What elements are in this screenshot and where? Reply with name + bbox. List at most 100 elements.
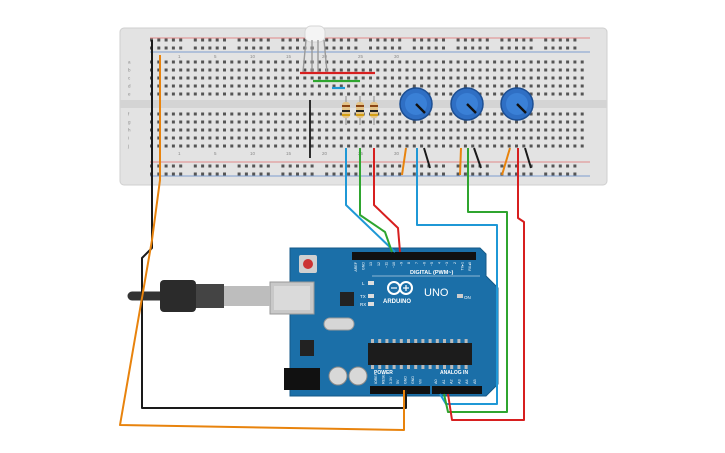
breadboard-hole[interactable] (471, 76, 475, 80)
breadboard-hole[interactable] (244, 120, 248, 124)
breadboard-hole[interactable] (317, 60, 321, 64)
breadboard-hole[interactable] (485, 128, 489, 132)
breadboard-hole[interactable] (186, 136, 190, 140)
breadboard-hole[interactable] (157, 120, 161, 124)
breadboard-hole[interactable] (442, 128, 445, 132)
breadboard-hole[interactable] (529, 46, 533, 50)
breadboard-hole[interactable] (186, 84, 190, 88)
breadboard-hole[interactable] (332, 60, 336, 64)
breadboard-hole[interactable] (558, 76, 562, 80)
breadboard-hole[interactable] (376, 84, 380, 88)
breadboard-hole[interactable] (536, 68, 540, 72)
breadboard-hole[interactable] (325, 84, 329, 88)
breadboard-hole[interactable] (500, 164, 504, 168)
breadboard-hole[interactable] (157, 112, 161, 116)
breadboard-hole[interactable] (325, 172, 329, 176)
breadboard-hole[interactable] (266, 172, 270, 176)
breadboard-hole[interactable] (164, 76, 168, 80)
breadboard-hole[interactable] (215, 68, 219, 72)
breadboard-hole[interactable] (442, 120, 445, 124)
breadboard-hole[interactable] (522, 172, 526, 176)
breadboard-hole[interactable] (266, 164, 270, 168)
breadboard-hole[interactable] (398, 136, 402, 140)
breadboard-hole[interactable] (390, 172, 394, 176)
potentiometer-1[interactable] (399, 87, 433, 176)
breadboard-hole[interactable] (493, 144, 497, 148)
breadboard-hole[interactable] (208, 38, 212, 42)
breadboard-hole[interactable] (398, 112, 402, 116)
analog-header[interactable] (432, 386, 482, 394)
breadboard-hole[interactable] (201, 172, 205, 176)
breadboard-hole[interactable] (193, 112, 197, 116)
breadboard-hole[interactable] (179, 38, 183, 42)
wires[interactable] (119, 40, 525, 431)
breadboard-hole[interactable] (412, 164, 416, 168)
breadboard-hole[interactable] (580, 92, 584, 96)
breadboard-hole[interactable] (566, 38, 570, 42)
breadboard-hole[interactable] (558, 112, 562, 116)
breadboard-hole[interactable] (580, 144, 584, 148)
breadboard-hole[interactable] (536, 128, 540, 132)
breadboard-hole[interactable] (332, 38, 336, 42)
breadboard-hole[interactable] (463, 68, 467, 72)
breadboard-hole[interactable] (580, 136, 584, 140)
breadboard-hole[interactable] (164, 92, 168, 96)
breadboard-hole[interactable] (244, 38, 248, 42)
breadboard-hole[interactable] (456, 68, 460, 72)
rgb-led[interactable] (302, 25, 328, 73)
breadboard-hole[interactable] (339, 128, 343, 132)
breadboard-hole[interactable] (171, 172, 175, 176)
breadboard-hole[interactable] (558, 136, 562, 140)
breadboard-hole[interactable] (558, 128, 562, 132)
breadboard-hole[interactable] (529, 76, 533, 80)
breadboard-hole[interactable] (544, 136, 548, 140)
breadboard-hole[interactable] (259, 120, 263, 124)
breadboard-hole[interactable] (339, 136, 343, 140)
potentiometer-2[interactable] (450, 87, 484, 176)
breadboard-hole[interactable] (383, 76, 387, 80)
breadboard-hole[interactable] (361, 76, 365, 80)
breadboard-hole[interactable] (376, 128, 380, 132)
breadboard-hole[interactable] (449, 128, 453, 132)
breadboard-hole[interactable] (201, 120, 205, 124)
breadboard-hole[interactable] (412, 60, 416, 64)
breadboard-hole[interactable] (551, 60, 555, 64)
breadboard-hole[interactable] (193, 164, 197, 168)
breadboard-hole[interactable] (310, 172, 314, 176)
breadboard-hole[interactable] (427, 60, 431, 64)
breadboard-hole[interactable] (208, 60, 212, 64)
breadboard-hole[interactable] (288, 128, 292, 132)
breadboard-hole[interactable] (223, 68, 226, 72)
breadboard-hole[interactable] (573, 164, 577, 168)
breadboard-hole[interactable] (390, 60, 394, 64)
breadboard-hole[interactable] (471, 60, 475, 64)
breadboard-hole[interactable] (164, 84, 168, 88)
breadboard-hole[interactable] (281, 164, 285, 168)
breadboard-hole[interactable] (478, 120, 482, 124)
breadboard-hole[interactable] (398, 38, 402, 42)
breadboard-hole[interactable] (463, 120, 467, 124)
breadboard-hole[interactable] (361, 60, 365, 64)
breadboard-hole[interactable] (573, 120, 577, 124)
breadboard-hole[interactable] (259, 84, 263, 88)
breadboard-hole[interactable] (157, 128, 161, 132)
breadboard-hole[interactable] (434, 172, 438, 176)
breadboard-hole[interactable] (442, 136, 445, 140)
breadboard-hole[interactable] (536, 60, 540, 64)
breadboard-hole[interactable] (223, 120, 226, 124)
breadboard-hole[interactable] (456, 60, 460, 64)
breadboard-hole[interactable] (325, 144, 329, 148)
breadboard-hole[interactable] (179, 164, 183, 168)
breadboard-hole[interactable] (398, 120, 402, 124)
breadboard-hole[interactable] (551, 46, 555, 50)
breadboard-hole[interactable] (215, 60, 219, 64)
breadboard-hole[interactable] (157, 136, 161, 140)
breadboard-hole[interactable] (179, 128, 183, 132)
breadboard-hole[interactable] (281, 172, 285, 176)
breadboard-hole[interactable] (288, 46, 292, 50)
breadboard-hole[interactable] (573, 46, 577, 50)
breadboard-hole[interactable] (266, 68, 270, 72)
breadboard-hole[interactable] (193, 136, 197, 140)
breadboard-hole[interactable] (230, 136, 234, 140)
breadboard-hole[interactable] (179, 136, 183, 140)
